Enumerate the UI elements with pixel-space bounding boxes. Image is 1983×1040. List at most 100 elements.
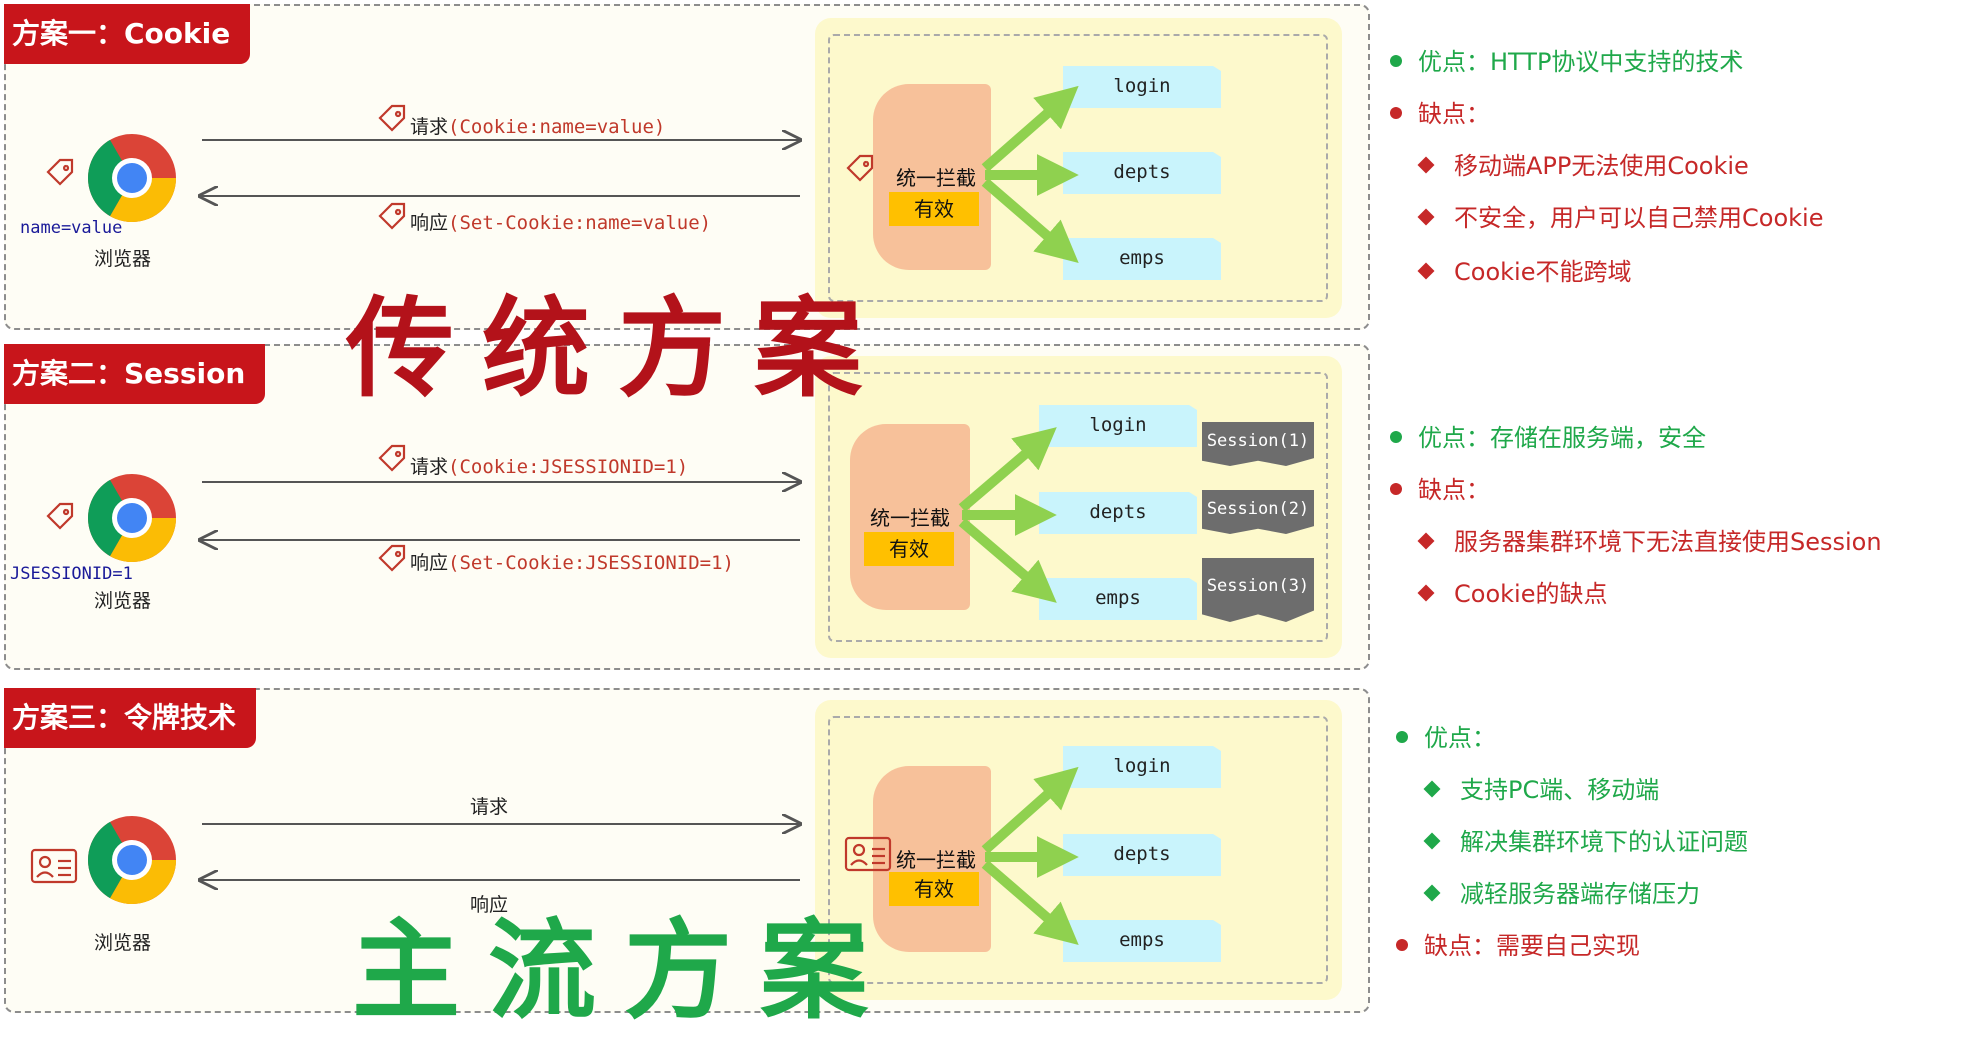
arrow-to-login [981, 766, 1079, 854]
token-pro-item: 减轻服务器端存储压力 [1423, 874, 1700, 909]
valid-badge: 有效 [889, 192, 979, 226]
tag-icon [378, 104, 406, 132]
dispatch-arrows [981, 766, 1079, 945]
target-login: login [1063, 66, 1221, 108]
interceptor-label: 统一拦截 [896, 166, 976, 190]
diagram-overlay [30, 85, 1079, 945]
pros-dot [1396, 731, 1408, 743]
unified-interceptor [873, 766, 991, 952]
pros-dot [1390, 55, 1402, 67]
response-message: 响应(Set-Cookie:name=value) [410, 208, 711, 235]
browser-label: 浏览器 [94, 590, 152, 612]
cookie-con-item: 移动端APP无法使用Cookie [1417, 146, 1749, 181]
token-pro-item: 解决集群环境下的认证问题 [1423, 822, 1748, 857]
cookie-cons-text: 缺点： [1418, 100, 1490, 128]
server-boundary [828, 34, 1328, 302]
request-label: 请求 [410, 456, 449, 478]
tag-icon [378, 444, 406, 472]
token-pros: 优点： [1396, 718, 1496, 753]
target-depts: depts [1063, 152, 1221, 194]
request-message: 请求(Cookie:JSESSIONID=1) [410, 452, 688, 479]
token-pro-text: 支持PC端、移动端 [1460, 776, 1660, 804]
client-cookie-value: name=value [20, 218, 123, 238]
request-detail: (Cookie:name=value) [448, 116, 666, 138]
session-con-text: Cookie的缺点 [1454, 580, 1608, 608]
cons-dot [1396, 939, 1408, 951]
valid-badge: 有效 [889, 872, 979, 906]
cookie-con-item: 不安全，用户可以自己禁用Cookie [1417, 198, 1824, 233]
request-detail: (Cookie:JSESSIONID=1) [448, 456, 689, 478]
token-pro-text: 减轻服务器端存储压力 [1460, 880, 1700, 908]
request-label: 请求 [410, 116, 449, 138]
traditional-scheme-overlay: 传统方案 [346, 286, 891, 412]
cookie-pros-text: 优点：HTTP协议中支持的技术 [1418, 48, 1744, 76]
cookie-pros: 优点：HTTP协议中支持的技术 [1390, 42, 1743, 77]
unified-interceptor [873, 84, 991, 270]
target-emps: emps [1039, 578, 1197, 620]
cons-dot [1390, 483, 1402, 495]
token-cons: 缺点：需要自己实现 [1396, 926, 1640, 961]
session-cons: 缺点： [1390, 470, 1490, 505]
tag-icon [846, 154, 874, 182]
server-boundary [828, 372, 1328, 642]
dispatch-arrows [958, 427, 1057, 603]
tag-icon [378, 202, 406, 230]
target-login: login [1063, 746, 1221, 788]
chrome-browser-icon [88, 134, 176, 222]
target-emps: emps [1063, 920, 1221, 962]
target-login: login [1039, 405, 1197, 447]
session-pros-text: 优点：存储在服务端，安全 [1418, 424, 1706, 452]
arrow-to-login [981, 85, 1079, 172]
interceptor-label: 统一拦截 [870, 506, 950, 530]
valid-badge: 有效 [864, 532, 954, 566]
unified-interceptor [850, 424, 970, 610]
scheme-session-title: 方案二：Session [4, 344, 266, 404]
chrome-browser-icon [88, 474, 176, 562]
server-boundary [828, 716, 1328, 984]
cookie-cons: 缺点： [1390, 94, 1490, 129]
arrow-to-emps [981, 860, 1079, 945]
session-pros: 优点：存储在服务端，安全 [1390, 418, 1706, 453]
session-con-text: 服务器集群环境下无法直接使用Session [1454, 528, 1882, 556]
cons-dot [1390, 107, 1402, 119]
response-detail: (Set-Cookie:JSESSIONID=1) [448, 552, 734, 574]
interceptor-label: 统一拦截 [896, 848, 976, 872]
session-cons-text: 缺点： [1418, 476, 1490, 504]
token-pros-text: 优点： [1424, 724, 1496, 752]
session-store: Session(2) [1202, 490, 1314, 534]
browser-label: 浏览器 [94, 932, 152, 954]
request-message: 请求(Cookie:name=value) [410, 112, 665, 139]
cookie-con-item: Cookie不能跨域 [1417, 252, 1632, 287]
arrow-to-login [958, 427, 1057, 512]
request-message: 请求 [470, 796, 509, 818]
token-pro-text: 解决集群环境下的认证问题 [1460, 828, 1748, 856]
arrow-to-emps [981, 178, 1079, 263]
scheme-token-title: 方案三：令牌技术 [4, 688, 257, 748]
response-message: 响应 [470, 894, 509, 916]
tag-icon [378, 544, 406, 572]
tag-icon [46, 502, 74, 530]
response-label: 响应 [410, 212, 449, 234]
arrow-to-emps [958, 518, 1057, 603]
dispatch-arrows [981, 85, 1079, 263]
client-cookie-value: JSESSIONID=1 [10, 564, 133, 584]
id-card-icon [844, 836, 892, 872]
cookie-con-text: Cookie不能跨域 [1454, 258, 1632, 286]
pros-dot [1390, 431, 1402, 443]
scheme-cookie-title: 方案一：Cookie [4, 4, 251, 64]
session-store: Session(3) [1202, 558, 1314, 622]
chrome-browser-icon [88, 816, 176, 904]
token-pro-item: 支持PC端、移动端 [1423, 770, 1660, 805]
session-store: Session(1) [1202, 422, 1314, 466]
token-cons-text: 缺点：需要自己实现 [1424, 932, 1640, 960]
response-label: 响应 [410, 552, 449, 574]
session-con-item: Cookie的缺点 [1417, 574, 1608, 609]
cookie-con-text: 移动端APP无法使用Cookie [1454, 152, 1749, 180]
target-depts: depts [1063, 834, 1221, 876]
target-emps: emps [1063, 238, 1221, 280]
response-message: 响应(Set-Cookie:JSESSIONID=1) [410, 548, 734, 575]
target-depts: depts [1039, 492, 1197, 534]
id-card-icon [30, 848, 78, 884]
response-detail: (Set-Cookie:name=value) [448, 212, 712, 234]
cookie-con-text: 不安全，用户可以自己禁用Cookie [1454, 204, 1824, 232]
